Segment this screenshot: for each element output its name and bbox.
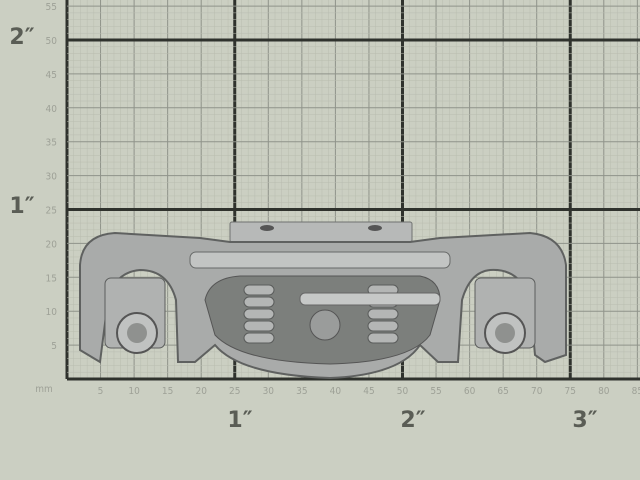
scale-labels: mm 5 10 15 20 25 30 35 40 45 50 55 60 65 70 75 80 85 5 10 15… — [9, 2, 640, 433]
y-tick-label: 35 — [46, 138, 57, 149]
x-tick-label: 10 — [128, 386, 140, 397]
x-tick-label: 60 — [464, 386, 476, 397]
y-tick-label: 5 — [51, 341, 57, 352]
x-tick-label: 65 — [497, 386, 508, 397]
y-tick-label: 25 — [46, 206, 57, 217]
x-tick-label: 35 — [296, 386, 307, 397]
x-tick-label: 30 — [263, 386, 275, 397]
x-tick-label: 5 — [98, 386, 104, 397]
x-inch-label: 2″ — [400, 408, 425, 433]
x-tick-label: 45 — [363, 386, 374, 397]
x-inch-label: 1″ — [227, 408, 252, 433]
x-tick-label: 15 — [162, 386, 173, 397]
y-tick-label: 10 — [46, 307, 58, 318]
y-inch-label: 2″ — [9, 25, 34, 50]
x-tick-label: 85 — [632, 386, 640, 397]
train-truck — [79, 221, 567, 380]
y-tick-label: 15 — [46, 273, 57, 284]
y-tick-label: 55 — [46, 2, 57, 13]
y-tick-label: 30 — [46, 172, 58, 183]
y-tick-label: 40 — [46, 104, 58, 115]
y-tick-label: 20 — [46, 239, 58, 250]
x-tick-label: 70 — [531, 386, 543, 397]
unit-label: mm — [35, 384, 53, 395]
y-tick-label: 50 — [46, 36, 58, 47]
x-tick-label: 40 — [330, 386, 342, 397]
x-tick-label: 25 — [229, 386, 240, 397]
y-tick-label: 45 — [46, 70, 57, 81]
x-tick-label: 55 — [430, 386, 441, 397]
x-inch-label: 3″ — [572, 408, 597, 433]
x-tick-label: 80 — [598, 386, 610, 397]
x-tick-label: 20 — [195, 386, 207, 397]
x-tick-label: 75 — [565, 386, 576, 397]
y-inch-label: 1″ — [9, 194, 34, 219]
x-tick-label: 50 — [397, 386, 409, 397]
